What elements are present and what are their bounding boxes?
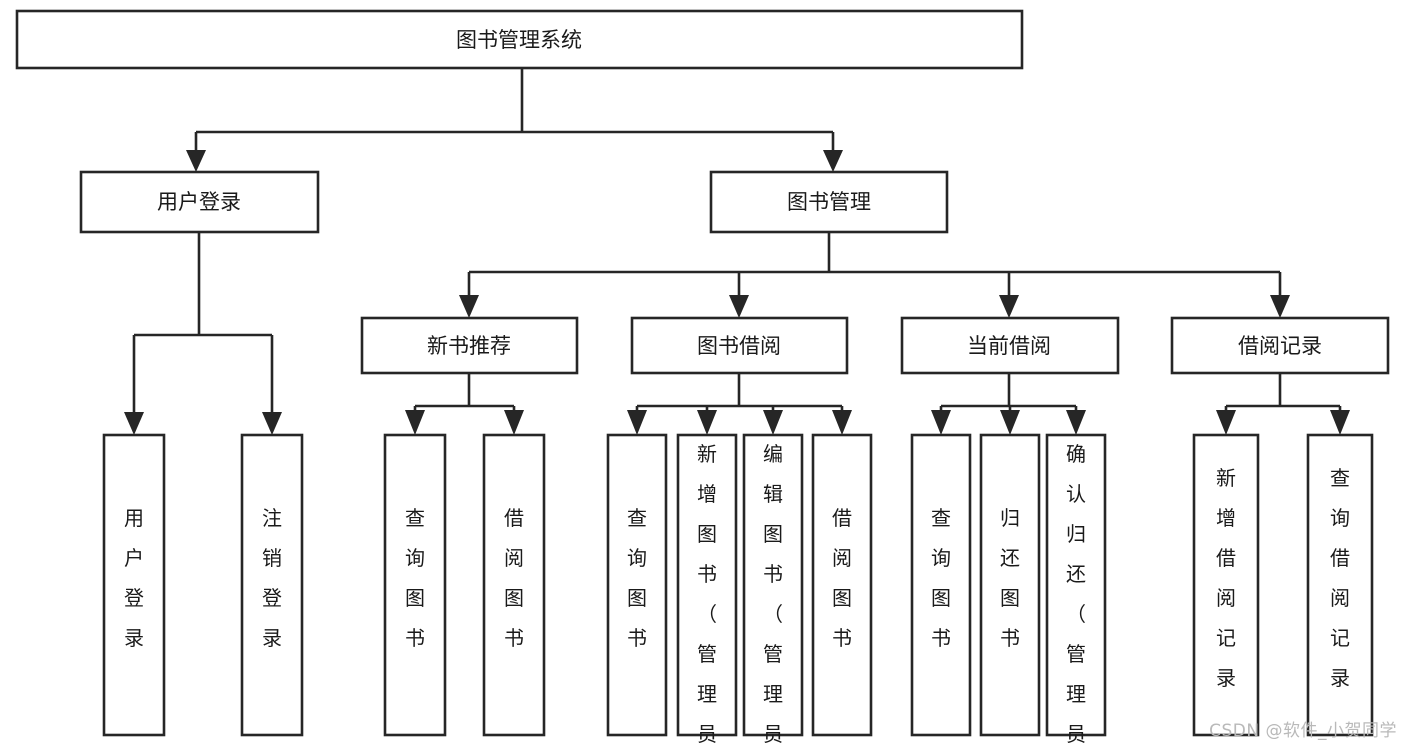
node-borrow-record[interactable]: 借阅记录 <box>1170 316 1390 375</box>
leaf-node[interactable]: 新增借阅记录 <box>1192 433 1260 737</box>
book-management-label: 图书管理 <box>787 190 871 214</box>
arrow-head-bb-leaf-3 <box>763 410 783 435</box>
leaf-node[interactable]: 查询图书 <box>383 433 447 737</box>
leaf-box[interactable] <box>240 433 304 737</box>
connector-layer <box>124 68 1350 435</box>
leaf-box[interactable] <box>1306 433 1374 737</box>
user-login-box[interactable] <box>79 170 320 234</box>
leaf-node[interactable]: 用户登录 <box>102 433 166 737</box>
leaf-node[interactable]: 查询图书 <box>606 433 668 737</box>
leaf-box[interactable] <box>979 433 1041 737</box>
arrow-head-br-leaf-2 <box>1330 410 1350 435</box>
arrow-head-bb-leaf-4 <box>832 410 852 435</box>
borrow-record-label: 借阅记录 <box>1238 334 1322 358</box>
book-management-box[interactable] <box>709 170 949 234</box>
leaf-box[interactable] <box>383 433 447 737</box>
leaf-box[interactable] <box>811 433 873 737</box>
arrow-head-nbr-leaf-2 <box>504 410 524 435</box>
leaf-node[interactable]: 注销登录 <box>240 433 304 737</box>
arrow-head-new-book-rec <box>459 295 479 318</box>
leaf-node-layer: 用户登录 注销登录 查询图书 借阅图书 查询图书 新增图书（管理员） 编辑图书（管理员） 借阅… <box>102 433 1374 747</box>
arrow-head-bb-leaf-2 <box>697 410 717 435</box>
arrow-head-leaf-user-login <box>124 412 144 435</box>
leaf-label: 编辑图书（管理员） <box>763 442 783 747</box>
leaf-node[interactable]: 归还图书 <box>979 433 1041 737</box>
arrow-head-user-login <box>186 150 206 172</box>
current-borrow-box[interactable] <box>900 316 1120 375</box>
arrow-head-leaf-logout <box>262 412 282 435</box>
leaf-node[interactable]: 新增图书（管理员） <box>676 433 738 747</box>
arrow-head-bb-leaf-1 <box>627 410 647 435</box>
leaf-label: 查询借阅记录 <box>1330 466 1350 690</box>
arrow-head-borrow-record <box>1270 295 1290 318</box>
leaf-node[interactable]: 编辑图书（管理员） <box>742 433 804 747</box>
leaf-node[interactable]: 借阅图书 <box>482 433 546 737</box>
leaf-label: 确认归还（管理员） <box>1066 442 1086 747</box>
user-login-label: 用户登录 <box>157 190 241 214</box>
leaf-label: 查询图书 <box>627 506 647 650</box>
leaf-box[interactable] <box>910 433 972 737</box>
arrow-head-current-borrow <box>999 295 1019 318</box>
node-current-borrow[interactable]: 当前借阅 <box>900 316 1120 375</box>
leaf-box[interactable] <box>1045 433 1107 737</box>
borrow-record-box[interactable] <box>1170 316 1390 375</box>
leaf-node[interactable]: 查询图书 <box>910 433 972 737</box>
leaf-node[interactable]: 确认归还（管理员） <box>1045 433 1107 747</box>
leaf-label: 新增借阅记录 <box>1216 466 1236 690</box>
arrow-head-book-borrow <box>729 295 749 318</box>
leaf-box[interactable] <box>1192 433 1260 737</box>
leaf-box[interactable] <box>606 433 668 737</box>
node-user-login[interactable]: 用户登录 <box>79 170 320 234</box>
leaf-label: 注销登录 <box>262 506 282 650</box>
leaf-node[interactable]: 借阅图书 <box>811 433 873 737</box>
root-label: 图书管理系统 <box>456 28 582 52</box>
leaf-label: 查询图书 <box>405 506 425 650</box>
leaf-label: 借阅图书 <box>832 506 852 650</box>
arrow-head-cb-leaf-1 <box>931 410 951 435</box>
leaf-label: 新增图书（管理员） <box>697 442 717 747</box>
arrow-head-br-leaf-1 <box>1216 410 1236 435</box>
leaf-box[interactable] <box>482 433 546 737</box>
new-book-recommend-label: 新书推荐 <box>427 334 511 358</box>
csdn-watermark: CSDN @软件_小贺同学 <box>1209 721 1397 741</box>
arrow-head-book-mgmt <box>823 150 843 172</box>
book-borrow-box[interactable] <box>630 316 849 375</box>
leaf-box[interactable] <box>742 433 804 737</box>
leaf-box[interactable] <box>102 433 166 737</box>
node-book-borrow[interactable]: 图书借阅 <box>630 316 849 375</box>
node-book-management[interactable]: 图书管理 <box>709 170 949 234</box>
new-book-recommend-box[interactable] <box>360 316 579 375</box>
leaf-box[interactable] <box>676 433 738 737</box>
leaf-node[interactable]: 查询借阅记录 <box>1306 433 1374 737</box>
arrow-head-nbr-leaf-1 <box>405 410 425 435</box>
leaf-label: 归还图书 <box>1000 506 1020 650</box>
arrow-head-cb-leaf-3 <box>1066 410 1086 435</box>
node-new-book-recommend[interactable]: 新书推荐 <box>360 316 579 375</box>
root-box[interactable] <box>15 9 1024 70</box>
node-root-system[interactable]: 图书管理系统 <box>15 9 1024 70</box>
leaf-label: 用户登录 <box>124 506 144 650</box>
arrow-head-cb-leaf-2 <box>1000 410 1020 435</box>
book-borrow-label: 图书借阅 <box>697 334 781 358</box>
leaf-label: 查询图书 <box>931 506 951 650</box>
current-borrow-label: 当前借阅 <box>967 334 1051 358</box>
leaf-label: 借阅图书 <box>504 506 524 650</box>
